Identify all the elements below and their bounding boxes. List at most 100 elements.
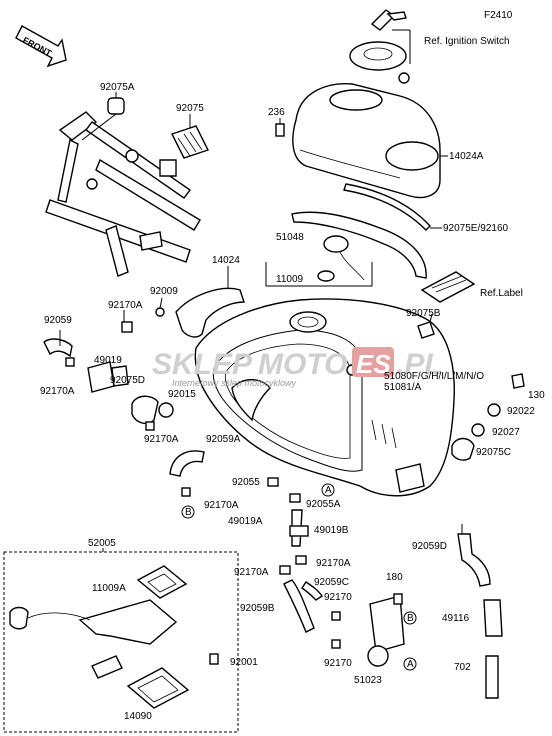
part-label-p11009: 11009 (276, 274, 304, 285)
tank-panel-outer (212, 329, 363, 472)
grommet-92075d (131, 395, 159, 425)
frame-head (58, 111, 98, 141)
part-label-p49019: 49019 (94, 355, 122, 366)
tank-rear-mount (395, 463, 425, 493)
washer-92022 (487, 403, 501, 417)
part-label-p92170_2: 92170 (324, 658, 352, 669)
tank-cover-cap-hole (385, 141, 439, 171)
part-label-p51081: 51081/A (384, 382, 422, 393)
gasket-11009a-inner (147, 573, 177, 593)
watermark-brand-a: SKLEP (152, 348, 253, 381)
clamp-92055a (289, 493, 301, 503)
part-label-p92027: 92027 (492, 427, 520, 438)
part-label-p92015: 92015 (168, 389, 196, 400)
part-label-p14090: 14090 (124, 711, 152, 722)
tank-cover-ignition-hole (329, 89, 383, 111)
hose-92059c (301, 581, 323, 601)
tank-filler-neck (289, 311, 327, 333)
leader-92009 (159, 297, 163, 309)
fuel-tap-lever (367, 645, 389, 667)
part-label-p92059d: 92059D (412, 541, 447, 552)
part-label-p92170a_5: 92170A (316, 558, 351, 569)
screw-236-body (275, 123, 285, 137)
ignition-cap (349, 41, 407, 71)
part-label-p49116: 49116 (442, 613, 470, 624)
pump-filter (91, 655, 123, 679)
cap-chain (339, 251, 365, 281)
part-label-p130: 130 (528, 390, 545, 401)
marker-b-right-label: B (407, 613, 414, 624)
fuel-tank (194, 298, 455, 497)
pump-inset-border (3, 551, 239, 733)
part-label-p52005: 52005 (88, 538, 116, 549)
part-label-p49019a: 49019A (228, 516, 263, 527)
part-label-p92170a_2: 92170A (40, 386, 75, 397)
fuel-tap-body (369, 595, 405, 653)
part-label-p14024a: 14024A (449, 151, 484, 162)
marker-b-left-label: B (185, 507, 192, 518)
clamp-92055 (267, 477, 279, 487)
clamp-92170-1 (331, 611, 341, 621)
part-label-p92170: 92170 (324, 592, 352, 603)
damper-ribs (177, 131, 203, 157)
frame-downtube (57, 138, 79, 203)
part-label-p11009a: 11009A (92, 583, 126, 594)
tank-cover (292, 83, 441, 199)
tank-emblem (231, 379, 271, 422)
clamp-92170-2 (331, 639, 341, 649)
marker-b-left (181, 505, 195, 519)
front-arrow: FRONT (15, 25, 67, 68)
part-label-p92075: 92075 (176, 103, 204, 114)
frame-bolt-2 (86, 178, 98, 190)
clamp-92170a-6 (279, 565, 291, 575)
front-arrow-shape (15, 25, 67, 68)
hose-92059b (283, 579, 315, 633)
part-label-p92075e: 92075E/92160 (443, 223, 509, 234)
part-label-p92059a: 92059A (206, 434, 241, 445)
part-label-p92001: 92001 (230, 657, 258, 668)
collar-92027 (471, 423, 485, 437)
tank-cover-ridge (299, 149, 401, 179)
part-label-p92170a_4: 92170A (204, 500, 239, 511)
part-label-p180: 180 (386, 572, 403, 583)
fuel-pump-box (3, 548, 239, 733)
leader-92075a-2 (81, 113, 117, 141)
hose-92059a (169, 450, 205, 477)
part-label-p92170a_1: 92170A (108, 300, 143, 311)
part-label-p92075d: 92075D (110, 375, 145, 386)
filler-cap (265, 235, 373, 287)
part-label-ref_label: Ref.Label (480, 288, 523, 299)
ignition-nut (398, 72, 410, 84)
frame-top-rail (85, 121, 191, 199)
part-label-p51048: 51048 (276, 232, 304, 243)
label-lines (431, 275, 467, 293)
part-label-p92022: 92022 (507, 406, 535, 417)
gasket-14090 (126, 667, 190, 709)
part-label-p92075b: 92075B (406, 308, 441, 319)
ignition-switch (349, 9, 411, 84)
part-label-p92009: 92009 (150, 286, 178, 297)
bolt-130 (511, 373, 525, 389)
diagram-code: F2410 (484, 10, 513, 21)
part-label-p92170a_6: 92170A (234, 567, 269, 578)
ignition-key-blade (386, 11, 407, 21)
bracket-14024 (175, 287, 245, 338)
gasket-11009a (136, 565, 188, 599)
bracket-cap-group (265, 262, 373, 287)
clamp-92170a-5 (295, 555, 307, 565)
frame-mid-rail (95, 158, 201, 231)
pump-body (78, 599, 178, 645)
motorcycle-frame (45, 111, 201, 277)
marker-a-bottom (403, 657, 417, 671)
part-label-p49019b: 49019B (314, 525, 349, 536)
washer-92015-ring (158, 402, 174, 418)
part-label-p51080: 51080F/G/H/I/L/M/N/O (384, 371, 484, 382)
frame-bolt (125, 149, 139, 163)
clamp-92170a-1 (121, 321, 133, 333)
tank-filler-opening (297, 316, 319, 328)
clamp-92170a-2 (65, 357, 75, 367)
marker-a-top (321, 483, 335, 497)
